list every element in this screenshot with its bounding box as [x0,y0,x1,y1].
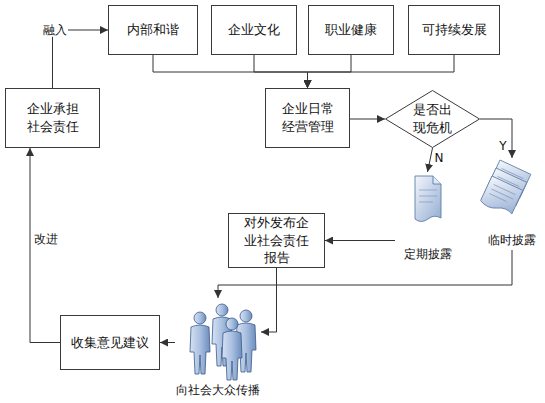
node-text: 对外发布企业社会责任报告 [238,214,315,267]
stacked-documents-icon [480,160,531,217]
connector [30,148,60,343]
connector [480,119,512,158]
node-text: 是否出现危机 [409,101,456,136]
node-text: 收集意见建议 [71,334,149,352]
process-box: 企业承担社会责任 [5,88,100,148]
process-box: 收集意见建议 [60,315,160,370]
connector [53,30,109,88]
edge-label: N [434,151,445,165]
document-stack-node: 临时披露 [480,158,544,250]
connector [428,148,433,172]
connector [160,342,175,343]
connector [254,55,308,88]
connector [325,240,395,241]
process-box: 企业日常经营管理 [265,88,350,148]
process-box: 可持续发展 [408,5,500,55]
document-node: 定期披露 [395,172,460,264]
people-illustration [190,304,256,380]
node-text: 企业日常经营管理 [278,100,337,135]
node-text: 内部和谐 [127,21,179,39]
connector [261,268,277,332]
node-text: 临时披露 [488,232,536,248]
process-box: 内部和谐 [108,5,198,55]
process-box: 企业文化 [211,5,297,55]
connector [308,55,455,88]
process-box: 职业健康 [308,5,394,55]
node-text: 可持续发展 [422,21,487,39]
edge-label: 改进 [33,232,59,246]
connector [308,55,352,88]
edge-label: 融入 [42,23,68,37]
node-text: 企业文化 [228,21,280,39]
node-text: 向社会大众传播 [176,382,260,398]
connector [153,55,308,88]
edge-label: Y [498,139,507,153]
process-box: 对外发布企业社会责任报告 [228,213,325,268]
diamond-outline [385,90,480,148]
people-node: 向社会大众传播 [175,298,261,400]
document-icon [415,176,441,222]
connector [350,119,385,120]
node-text: 定期披露 [404,246,452,262]
node-text: 职业健康 [325,21,377,39]
decision-diamond: 是否出现危机 [385,90,480,148]
node-text: 企业承担社会责任 [22,100,83,135]
